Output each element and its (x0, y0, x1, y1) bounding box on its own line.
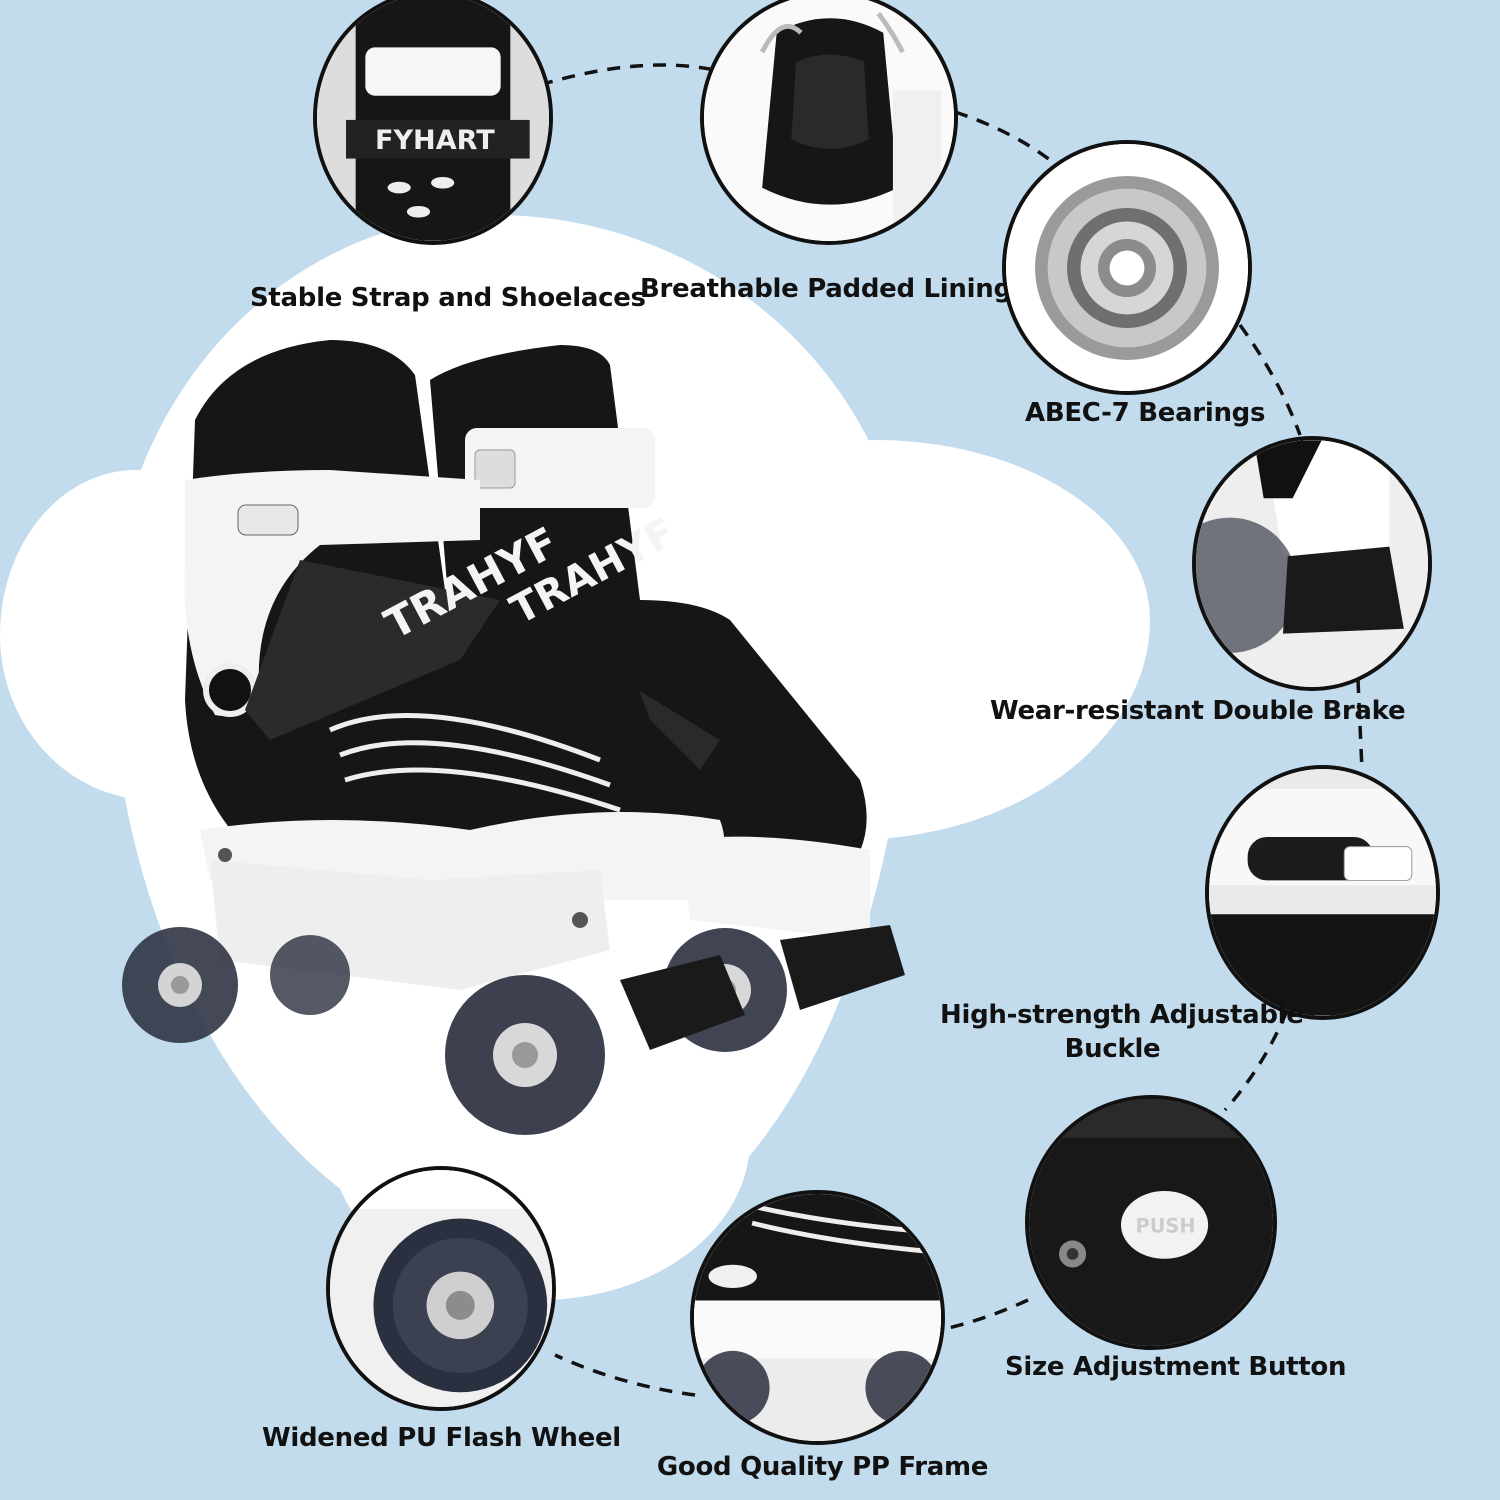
caption-buckle-line1: High-strength Adjustable (940, 1000, 1304, 1030)
feature-circle-lining (700, 0, 958, 245)
caption-lining: Breathable Padded Lining (640, 274, 1012, 304)
feature-circle-bearings (1002, 140, 1252, 395)
feature-circle-strap: FYHART (313, 0, 553, 245)
feature-circle-brake (1192, 436, 1432, 691)
feature-circle-wheel (326, 1166, 556, 1411)
strap-brand-text: FYHART (375, 125, 495, 156)
left-skate: TRAHYF TRAHYF (122, 340, 745, 1135)
caption-bearings: ABEC-7 Bearings (1025, 398, 1266, 428)
caption-buckle: High-strength Adjustable Buckle (940, 998, 1304, 1066)
caption-buckle-line2: Buckle (1064, 1034, 1161, 1064)
caption-brake: Wear-resistant Double Brake (990, 696, 1406, 726)
push-label: PUSH (1136, 1215, 1196, 1238)
feature-circle-frame (690, 1190, 945, 1445)
caption-button: Size Adjustment Button (1005, 1352, 1347, 1382)
feature-circle-button: PUSH (1025, 1095, 1277, 1350)
caption-wheel: Widened PU Flash Wheel (262, 1423, 621, 1453)
caption-frame: Good Quality PP Frame (656, 1452, 989, 1482)
caption-strap: Stable Strap and Shoelaces (250, 283, 646, 313)
feature-circle-buckle (1205, 765, 1440, 1020)
